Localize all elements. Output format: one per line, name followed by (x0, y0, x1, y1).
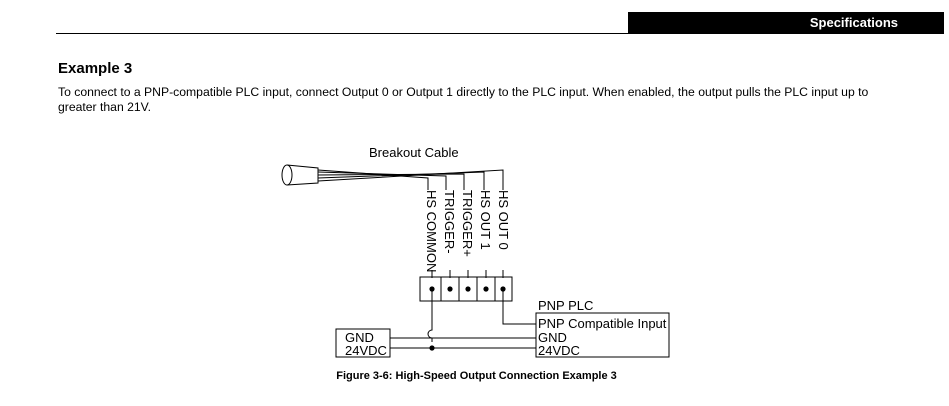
out0-to-plc-input (502, 289, 536, 325)
cable-end (281, 164, 293, 186)
wire-trigger-plus (317, 173, 465, 190)
section-header-label: Specifications (809, 15, 898, 30)
terminal-dot (465, 286, 471, 292)
wire-label-hs-out-0: HS OUT 0 (496, 190, 511, 250)
psu-vdc-label: 24VDC (345, 343, 387, 358)
junction-dot (429, 345, 435, 351)
section-header-tab: Specifications (628, 12, 944, 34)
psu-gnd-label: GND (345, 330, 374, 345)
wire-hs-out-0 (317, 169, 504, 190)
section-body: To connect to a PNP-compatible PLC input… (58, 85, 869, 114)
plc-gnd-label: GND (538, 330, 567, 345)
terminal-dot (447, 286, 453, 292)
wire-trigger-minus (317, 171, 447, 190)
wire-label-trigger-minus: TRIGGER- (442, 190, 457, 254)
wire-label-trigger-plus: TRIGGER+ (460, 190, 475, 257)
wire-hs-out-1 (317, 171, 485, 190)
cable-label: Breakout Cable (369, 145, 459, 160)
figure-caption: Figure 3-6: High-Speed Output Connection… (336, 370, 617, 382)
terminal-dot (500, 286, 506, 292)
terminal-dot (429, 286, 435, 292)
wire-label-hs-common: HS COMMON (424, 190, 439, 272)
plc-input-label: PNP Compatible Input (538, 316, 667, 331)
plc-box (535, 312, 670, 358)
plc-title: PNP PLC (538, 298, 593, 313)
terminal-block (419, 276, 513, 302)
cable-sheath (286, 164, 319, 186)
plc-vdc-label: 24VDC (538, 343, 580, 358)
header-rule (56, 33, 944, 34)
terminal-dot (483, 286, 489, 292)
common-to-gnd (427, 289, 433, 342)
power-supply-box (335, 328, 391, 358)
wire-label-hs-out-1: HS OUT 1 (478, 190, 493, 250)
section-title: Example 3 (58, 60, 133, 77)
